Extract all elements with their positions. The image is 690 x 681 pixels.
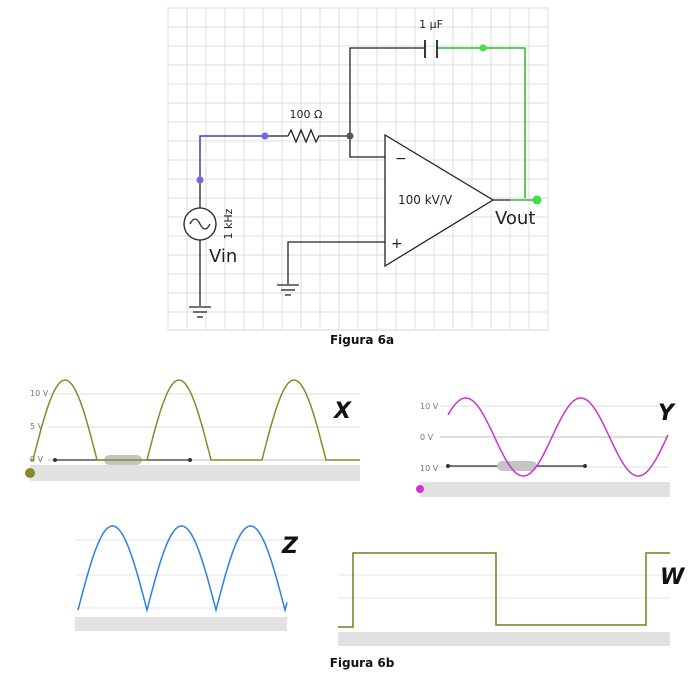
trace-y-cursor-end <box>583 464 587 468</box>
input-wire <box>199 135 265 180</box>
trace-x-tick-label: 0 V <box>30 455 44 464</box>
figure-a-caption: Figura 6a <box>330 333 394 347</box>
trace-y-scrollbar[interactable] <box>420 482 670 497</box>
trace-y-tick-label: 10 V <box>420 464 439 473</box>
trace-y-tick-label: 10 V <box>420 402 439 411</box>
trace-x-waveform <box>30 379 360 461</box>
trace-y-scroll-thumb[interactable] <box>497 461 537 471</box>
sine-icon <box>189 218 211 230</box>
trace-y-marker <box>416 485 424 493</box>
trace-x-cursor-end <box>188 458 192 462</box>
source-name-label: Vin <box>209 246 237 267</box>
trace-y-cursor-end <box>446 464 450 468</box>
source-frequency-label: 1 kHz <box>222 208 235 239</box>
capacitor: 1 µF <box>419 18 443 58</box>
junction-node <box>346 132 354 140</box>
capacitor-label: 1 µF <box>419 18 443 31</box>
opamp-gain-label: 100 kV/V <box>398 193 453 207</box>
trace-z-scrollbar[interactable] <box>75 617 287 631</box>
ground-symbol-opamp <box>277 284 299 296</box>
opamp-plus-label: + <box>391 236 403 252</box>
source-top-node <box>196 176 204 184</box>
trace-x-cursor-end <box>53 458 57 462</box>
trace-x-scrollbar[interactable] <box>30 465 360 481</box>
opamp-minus-label: − <box>395 151 407 167</box>
capacitor-output-node <box>479 44 487 52</box>
trace-y-panel: 10 V 0 V 10 V Y <box>416 397 676 497</box>
trace-w-waveform <box>338 552 670 628</box>
trace-z-panel: Z <box>75 525 299 631</box>
trace-x-tick-label: 5 V <box>30 422 44 431</box>
trace-x-tag: X <box>332 399 352 424</box>
trace-y-waveform <box>447 397 669 477</box>
trace-y-ticks: 10 V 0 V 10 V <box>420 402 439 473</box>
trace-z-waveform <box>77 525 288 613</box>
ground-symbol-source <box>189 306 211 318</box>
circuit-wires <box>199 47 510 306</box>
opamp: − + 100 kV/V <box>384 133 495 268</box>
ac-source: 1 kHz Vin <box>183 207 237 267</box>
circuit-grid <box>167 7 549 330</box>
resistor: 100 Ω <box>287 108 323 144</box>
trace-w-scrollbar[interactable] <box>338 632 670 646</box>
trace-w-panel: W <box>338 552 686 646</box>
trace-y-tag: Y <box>658 401 676 426</box>
trace-z-tag: Z <box>281 534 299 559</box>
minus-input-wire <box>349 136 385 158</box>
trace-x-tick-label: 10 V <box>30 389 49 398</box>
figure-b-caption: Figura 6b <box>330 656 395 670</box>
trace-x-ticks: 10 V 5 V 0 V <box>30 389 49 464</box>
resistor-label: 100 Ω <box>290 108 323 121</box>
trace-y-tick-label: 0 V <box>420 433 434 442</box>
trace-w-tag: W <box>660 565 686 590</box>
plus-input-wire <box>287 241 385 284</box>
resistor-input-node <box>261 132 269 140</box>
output-name-label: Vout <box>495 208 535 229</box>
vout-node <box>532 195 542 205</box>
feedback-wire-left <box>349 47 425 136</box>
trace-x-marker <box>25 468 35 478</box>
trace-x-panel: 10 V 5 V 0 V X <box>25 379 360 481</box>
circuit-schematic: 1 µF 100 Ω − + 100 kV/V 1 kHz Vin Vout <box>167 7 549 347</box>
